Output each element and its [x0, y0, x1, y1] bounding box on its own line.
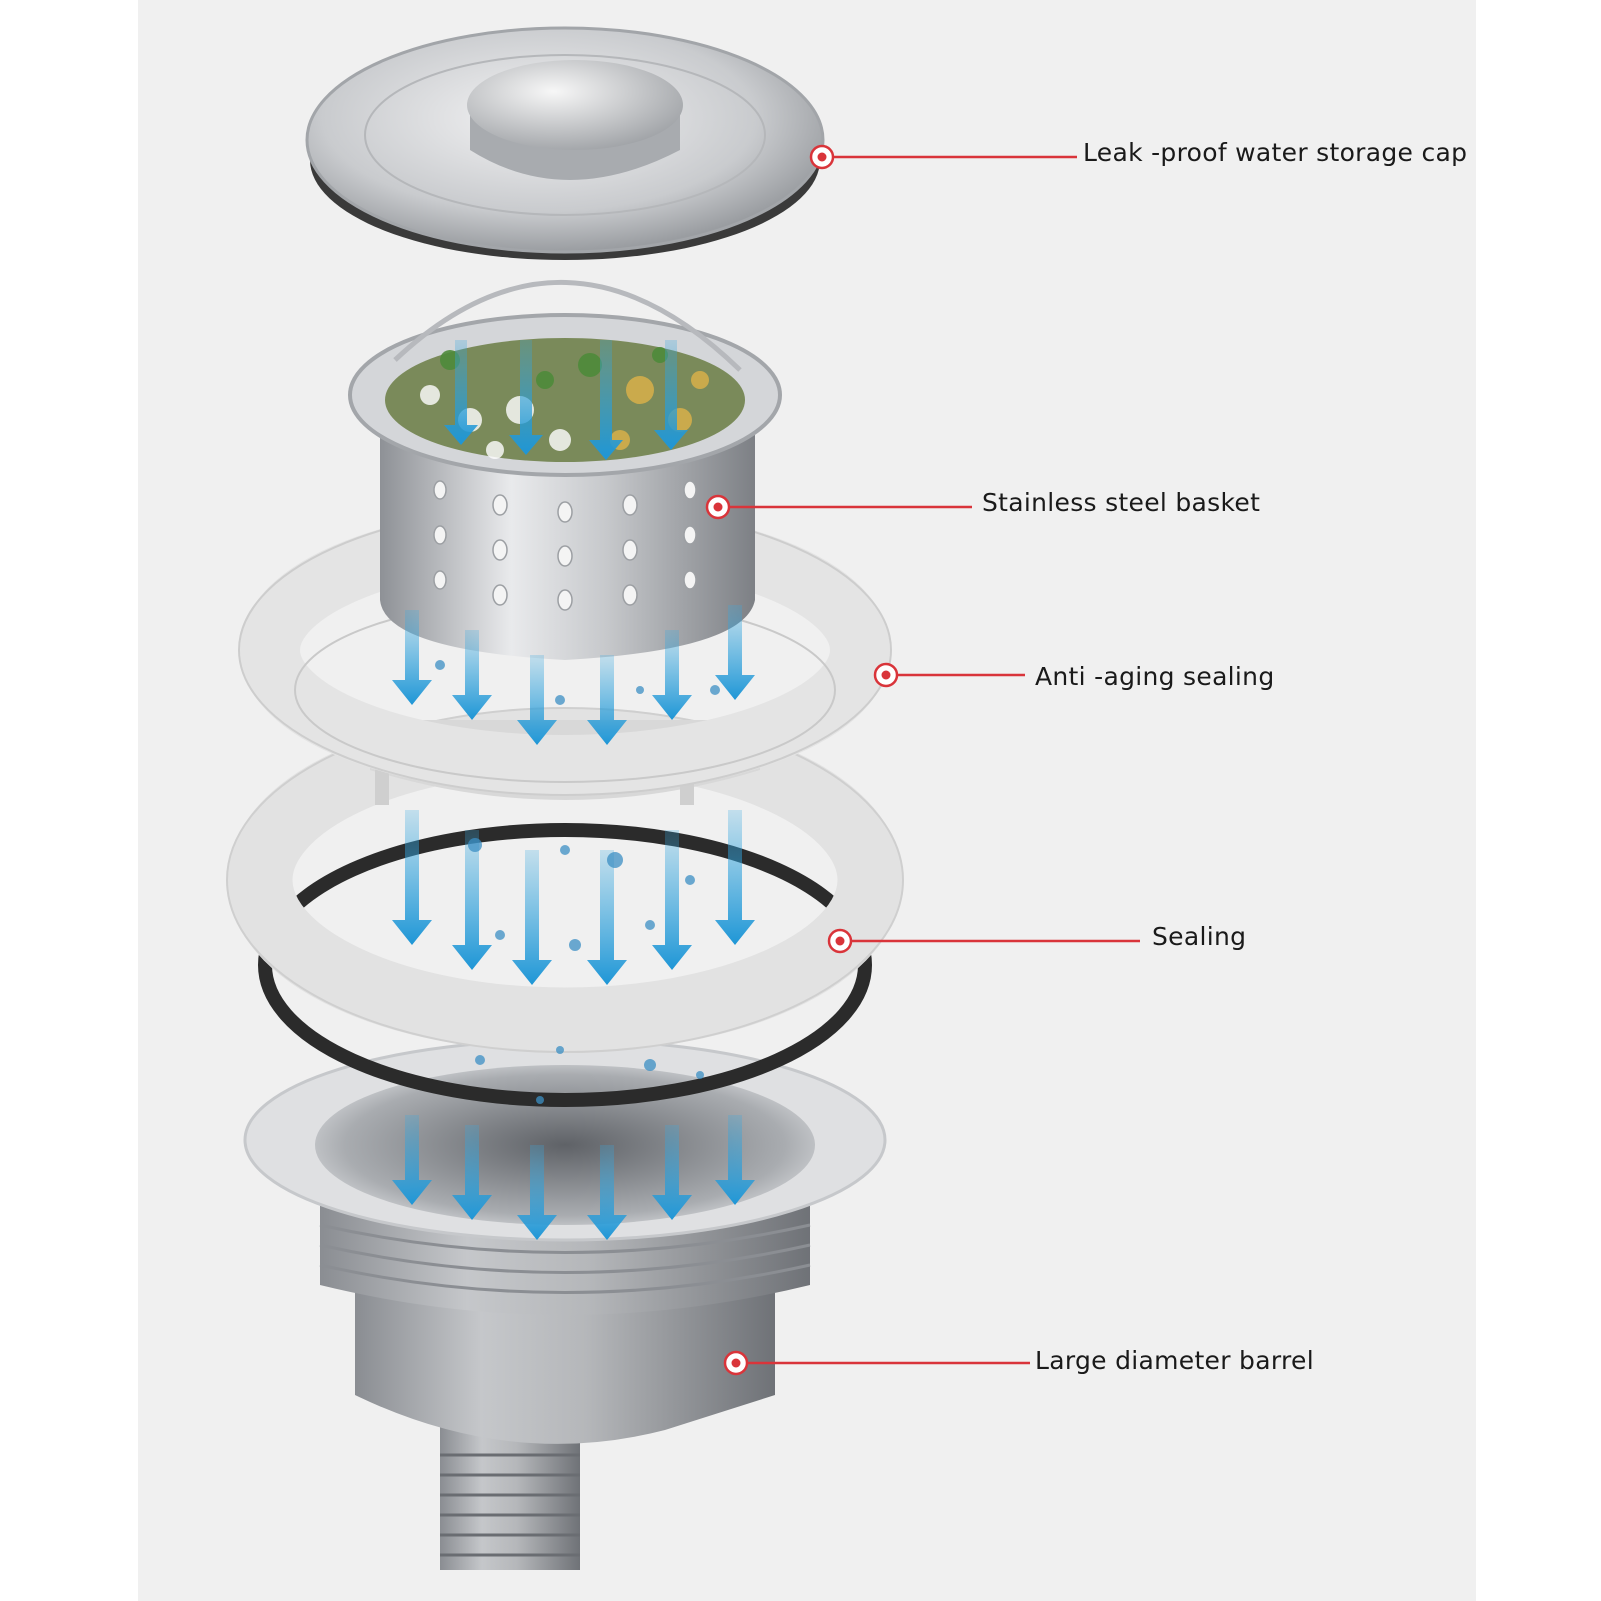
black-gasket: [258, 823, 872, 1107]
marker-sealing-icon: [827, 928, 853, 954]
marker-barrel-icon: [723, 1350, 749, 1376]
marker-anti-aging-icon: [873, 662, 899, 688]
callout-lines: [718, 155, 1140, 1365]
callout-sealing-label: Sealing: [1152, 922, 1247, 951]
marker-basket-icon: [705, 494, 731, 520]
water-flow-arrows: [392, 340, 755, 1240]
water-droplets: [435, 660, 720, 1104]
barrel-part: [243, 1038, 887, 1570]
marker-cap-icon: [809, 144, 835, 170]
callout-cap-label: Leak -proof water storage cap: [1083, 138, 1468, 167]
callout-basket-label: Stainless steel basket: [982, 488, 1261, 517]
callout-markers: [705, 144, 899, 1376]
steel-basket: [348, 279, 782, 660]
callout-anti-aging-label: Anti -aging sealing: [1035, 662, 1275, 691]
storage-cap: [305, 26, 825, 260]
callout-barrel-label: Large diameter barrel: [1035, 1346, 1314, 1375]
